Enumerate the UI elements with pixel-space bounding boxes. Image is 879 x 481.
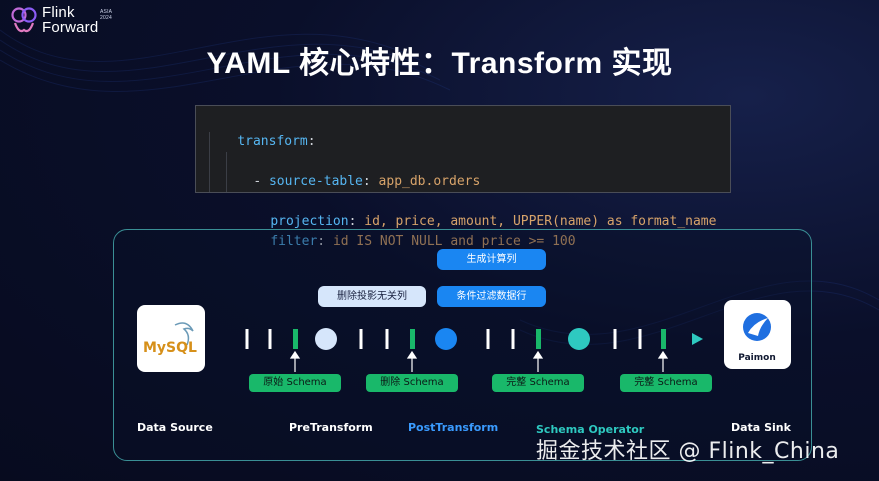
op-generate-columns: 生成计算列 xyxy=(437,249,546,270)
tag-full-schema-2: 完整 Schema xyxy=(620,374,712,392)
schema-tick xyxy=(536,329,541,349)
code-key: source-table xyxy=(268,174,363,189)
label-schema-operator: Schema Operator xyxy=(536,423,645,436)
paimon-logo-icon: Paimon xyxy=(738,313,776,363)
mysql-logo-icon: MySQL xyxy=(143,322,197,356)
op-drop-projection: 删除投影无关列 xyxy=(318,286,426,307)
code-value: app_db.orders xyxy=(378,174,481,189)
label-post-transform: PostTransform xyxy=(408,421,499,434)
brand-name-line1: Flink xyxy=(42,4,75,21)
schema-tick xyxy=(410,329,415,349)
code-line: filter: id IS NOT NULL and price >= 100 xyxy=(196,172,730,249)
pre-transform-node xyxy=(315,328,337,350)
slide-title: YAML 核心特性：Transform 实现 xyxy=(206,47,673,80)
op-filter-rows: 条件过滤数据行 xyxy=(437,286,546,307)
pipeline-arrowhead xyxy=(692,333,703,345)
flink-logo-icon xyxy=(11,7,37,33)
code-line: - source-table: app_db.orders xyxy=(196,132,730,189)
brand-sub-line1: ASIA xyxy=(100,9,113,15)
brand-sub-line2: 2024 xyxy=(100,15,112,21)
code-dash: - xyxy=(253,174,269,189)
tag-dropped-schema: 删除 Schema xyxy=(366,374,458,392)
code-line: transform: xyxy=(237,134,316,149)
tag-original-schema: 原始 Schema xyxy=(249,374,341,392)
tag-full-schema-1: 完整 Schema xyxy=(492,374,584,392)
code-key: projection xyxy=(270,214,349,229)
yaml-code-block: transform: - source-table: app_db.orders… xyxy=(195,105,731,249)
post-transform-node xyxy=(435,328,457,350)
code-value: id, price, amount, UPPER(name) as format… xyxy=(364,214,717,229)
brand-name: Flink Forward xyxy=(42,5,98,35)
brand-sub: ASIA 2024 xyxy=(100,9,112,21)
schema-tick xyxy=(293,329,298,349)
mysql-source-box: MySQL xyxy=(137,305,205,372)
schema-operator-node xyxy=(568,328,590,350)
label-pre-transform: PreTransform xyxy=(289,421,373,434)
code-value: id IS NOT NULL and price >= 100 xyxy=(332,234,576,249)
code-key: transform xyxy=(237,134,308,149)
flink-forward-logo: Flink Forward ASIA 2024 xyxy=(10,4,120,38)
code-line: projection: id, price, amount, UPPER(nam… xyxy=(196,152,730,229)
code-key: filter xyxy=(270,234,318,249)
mysql-logo-text: MySQL xyxy=(143,340,197,356)
watermark: 掘金技术社区 @ Flink_China xyxy=(536,439,840,464)
label-data-sink: Data Sink xyxy=(731,421,791,434)
paimon-logo-text: Paimon xyxy=(738,353,775,363)
paimon-sink-box: Paimon xyxy=(724,300,791,369)
brand-name-line2: Forward xyxy=(42,19,99,36)
schema-tick xyxy=(661,329,666,349)
label-data-source: Data Source xyxy=(137,421,213,434)
